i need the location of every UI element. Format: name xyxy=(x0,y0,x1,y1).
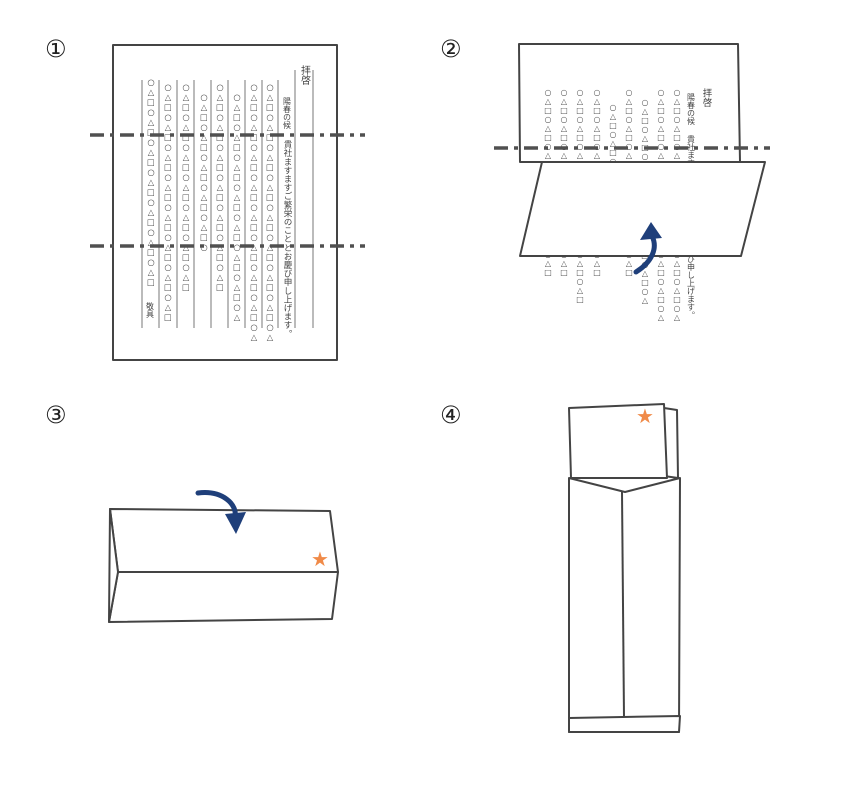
step-2-number: ② xyxy=(440,35,462,63)
step-3: ③ ★ xyxy=(45,401,339,623)
step-4: ④ ★ xyxy=(440,401,681,733)
placeholder-column: ○△□○△□○△□○△□○△□○△□○△□ xyxy=(181,82,191,292)
placeholder-column: ○△□○△□○△□○△□○△□○△□○△□○△ xyxy=(232,92,242,322)
folded-top-flap xyxy=(109,508,339,573)
placeholder-column: ○△□○△□○△□○△□○△□○△□○△□○△□○△ xyxy=(265,82,275,342)
letter-salutation: 拝啓 xyxy=(701,87,713,108)
step-1-number: ① xyxy=(45,35,67,63)
step-4-number: ④ xyxy=(440,401,462,429)
letter-in-envelope xyxy=(568,403,668,479)
placeholder-columns: ○△□○△□○△□○△□○△□○△□○△□○△□○△ ○△□○△□○△□○△□○… xyxy=(146,77,275,342)
star-icon: ★ xyxy=(636,404,654,428)
folded-bottom-flap xyxy=(519,161,766,257)
placeholder-column: ○△□○△□○△□○△□○△□○△□○△□ xyxy=(215,82,225,292)
step-2: ② 拝啓 陽春の候 貴社ますますご繁栄のこととお慶び申し上げます。 ○△□○△□… xyxy=(440,35,770,322)
letter-greeting-line: 貴社ますますご繁栄のこととお慶び申し上げます。 xyxy=(282,139,292,338)
star-icon: ★ xyxy=(311,547,329,571)
folded-letter-body xyxy=(108,571,339,623)
placeholder-column: ○△□○△□○△□○△□○△□○△□○△□○△□ xyxy=(163,82,173,322)
placeholder-column: ○△□○△□○△□○△□○△□○ xyxy=(199,92,209,252)
envelope-bottom-flap xyxy=(568,715,681,733)
folded-letter-edge xyxy=(108,508,119,623)
placeholder-column: ○△□○△□○△□○△□○△□○△□○△□ xyxy=(146,77,156,287)
step-1: ① 拝啓 陽春の候 貴社ますますご繁栄のこととお慶び申し上げます。 ○△□○△□… xyxy=(45,35,365,361)
letter-rules xyxy=(141,70,314,328)
letter-season-line: 陽春の候 xyxy=(687,93,696,126)
envelope-seam xyxy=(621,491,625,719)
placeholder-column: ○△□○△□○△□○△□○△□○△□○△□○△□○△ xyxy=(249,82,259,342)
curved-arrow-icon xyxy=(195,490,246,534)
letter-season-line: 陽春の候 xyxy=(283,97,292,130)
envelope-body xyxy=(568,477,681,733)
letter-sheet xyxy=(112,44,338,361)
curved-arrow-icon xyxy=(633,222,662,275)
svg-text:★: ★ xyxy=(311,547,329,571)
svg-text:★: ★ xyxy=(636,404,654,428)
step-3-number: ③ xyxy=(45,401,67,429)
letter-salutation: 拝啓 xyxy=(299,64,311,86)
letter-closing: 敬具 xyxy=(146,301,155,319)
